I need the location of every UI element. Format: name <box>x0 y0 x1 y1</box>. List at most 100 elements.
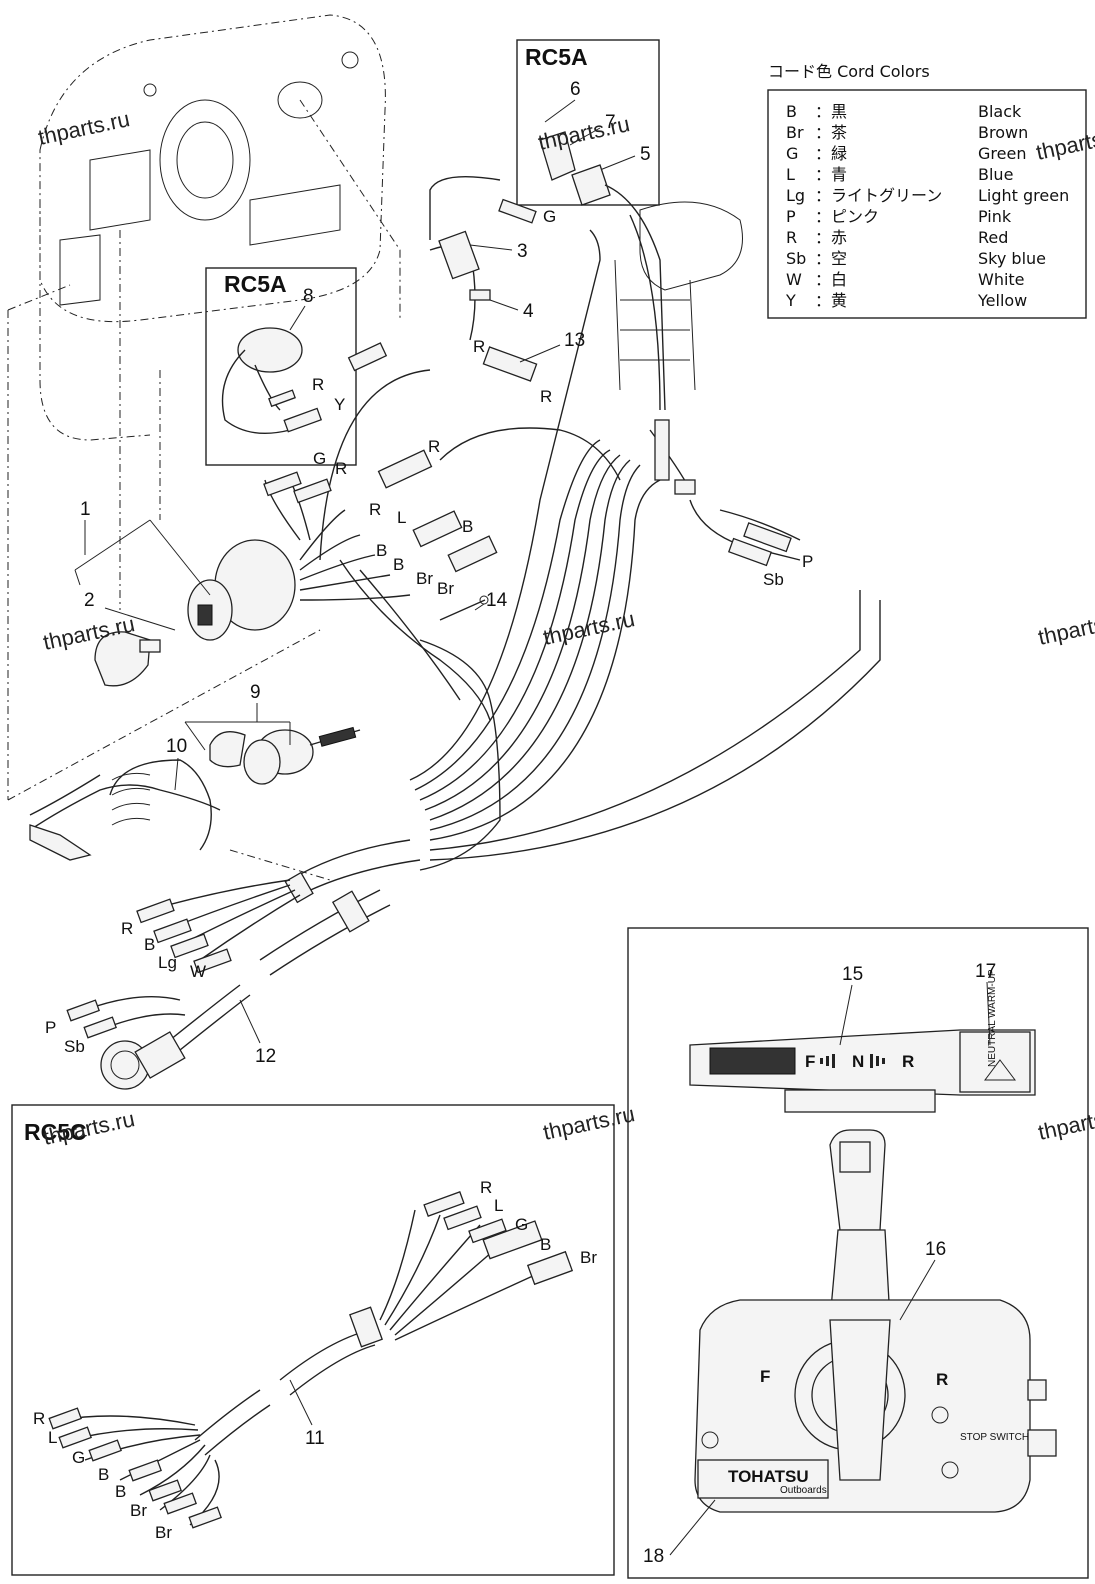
tag-rc5c-bot-r: R <box>33 1409 45 1428</box>
tag-r-mid2: R <box>428 437 440 456</box>
callout-18: 18 <box>643 1546 664 1567</box>
buzzer-part-8 <box>237 327 303 373</box>
tag-rc5c-top-l: L <box>494 1196 503 1215</box>
rc5a-top-box: RC5A 6 7 5 <box>516 39 666 411</box>
callout-6: 6 <box>570 79 581 100</box>
legend-en: Blue <box>978 165 1013 184</box>
neutral-indicator: F N R NEUTRAL WARM-UP <box>689 969 1036 1113</box>
tag-rc5c-top-r: R <box>480 1178 492 1197</box>
callout-4: 4 <box>523 301 534 322</box>
lanyard-cord <box>29 759 221 861</box>
legend-en: Pink <box>978 207 1012 226</box>
tag-br-sw: Br <box>416 569 433 588</box>
legend-row: Sb ：空 Sky blue <box>786 249 1046 268</box>
legend-code: Y <box>785 291 796 310</box>
switch-part-6 <box>539 131 576 181</box>
legend-jp: ：赤 <box>815 228 847 247</box>
rc5c-harness <box>48 1191 574 1529</box>
callout-2: 2 <box>84 590 95 611</box>
callout-15: 15 <box>842 964 863 985</box>
stop-switch-text: STOP SWITCH <box>960 1432 1029 1443</box>
callout-13: 13 <box>564 330 585 351</box>
tag-g-top: G <box>543 207 556 226</box>
tag-br-sw2: Br <box>437 579 454 598</box>
connector-part-5 <box>571 164 611 206</box>
rc5a-top-title: RC5A <box>525 44 588 70</box>
cord-colors-legend: コード色 Cord Colors <box>767 62 1087 319</box>
tag-harness-r: R <box>121 919 133 938</box>
tag-rc5c-bot-l: L <box>48 1428 57 1447</box>
legend-jp: ：空 <box>815 249 847 268</box>
legend-jp: ：青 <box>815 165 847 184</box>
tag-rc5c-top-g: G <box>515 1215 528 1234</box>
legend-jp: ：茶 <box>815 123 847 142</box>
callout-1: 1 <box>80 499 91 520</box>
callout-5: 5 <box>640 144 651 165</box>
tag-b-sw2: B <box>376 541 387 560</box>
legend-en: Green <box>978 144 1026 163</box>
tag-l-sw: L <box>397 508 406 527</box>
indicator-f: F <box>805 1052 815 1071</box>
tag-harness-lg: Lg <box>158 953 177 972</box>
wiring-bundle <box>264 175 881 871</box>
control-f: F <box>760 1367 770 1386</box>
legend-code: Lg <box>786 186 805 205</box>
rc5c-box: RC5C <box>11 1104 615 1576</box>
brand-logo: TOHATSU <box>728 1467 809 1486</box>
legend-code: Sb <box>786 249 806 268</box>
tag-g-mid: G <box>313 449 326 468</box>
callout-10: 10 <box>166 736 187 757</box>
tag-rc5c-top-br: Br <box>580 1248 597 1267</box>
tag-p-right: P <box>802 552 813 571</box>
tag-harness-p: P <box>45 1018 56 1037</box>
tag-r-13b: R <box>540 387 552 406</box>
controller-box <box>627 927 1089 1579</box>
tag-b-sw3: B <box>393 555 404 574</box>
wire-tags: G R R Y G R R R L B B B Br Br P Sb R B L… <box>33 207 813 1542</box>
legend-jp: ：白 <box>815 270 847 289</box>
tag-r-sw: R <box>369 500 381 519</box>
callout-11: 11 <box>305 1428 325 1449</box>
callouts: 3 4 13 1 2 9 10 14 12 11 15 17 16 18 <box>74 241 996 1567</box>
cable-clip-14 <box>439 595 489 621</box>
indicator-r: R <box>902 1052 914 1071</box>
tag-rc5c-bot-b2: B <box>115 1482 126 1501</box>
legend-jp: ：黒 <box>815 102 847 121</box>
tag-rc5c-top-b: B <box>540 1235 551 1254</box>
indicator-bars <box>820 1054 885 1068</box>
legend-code: R <box>786 228 797 247</box>
legend-code: B <box>786 102 797 121</box>
legend-jp: ：ライトグリーン <box>815 186 942 205</box>
legend-code: L <box>786 165 795 184</box>
remote-control-housing <box>7 14 401 881</box>
callout-7: 7 <box>605 112 616 133</box>
main-harness <box>66 839 421 1090</box>
watermark-7: thparts.ru <box>41 1106 137 1150</box>
tag-harness-sb: Sb <box>64 1037 85 1056</box>
tag-r-mid: R <box>335 459 347 478</box>
callout-16: 16 <box>925 1239 946 1260</box>
legend-en: Yellow <box>977 291 1027 310</box>
legend-title: コード色 Cord Colors <box>768 62 930 81</box>
tag-harness-b: B <box>144 935 155 954</box>
connectors <box>263 198 792 573</box>
tag-rc5c-bot-g: G <box>72 1448 85 1467</box>
indicator-n: N <box>852 1052 864 1071</box>
legend-row: L ：青 Blue <box>786 165 1013 184</box>
legend-en: Sky blue <box>978 249 1046 268</box>
callout-3: 3 <box>517 241 528 262</box>
callout-17: 17 <box>975 961 996 982</box>
legend-code: Br <box>786 123 804 142</box>
ignition-switch <box>94 539 296 687</box>
tag-harness-w: W <box>190 962 206 981</box>
control-box: F R STOP SWITCH TOHATSU Outboards <box>694 1129 1057 1513</box>
rc5c-title: RC5C <box>24 1119 87 1145</box>
tag-rc5c-bot-br: Br <box>130 1501 147 1520</box>
